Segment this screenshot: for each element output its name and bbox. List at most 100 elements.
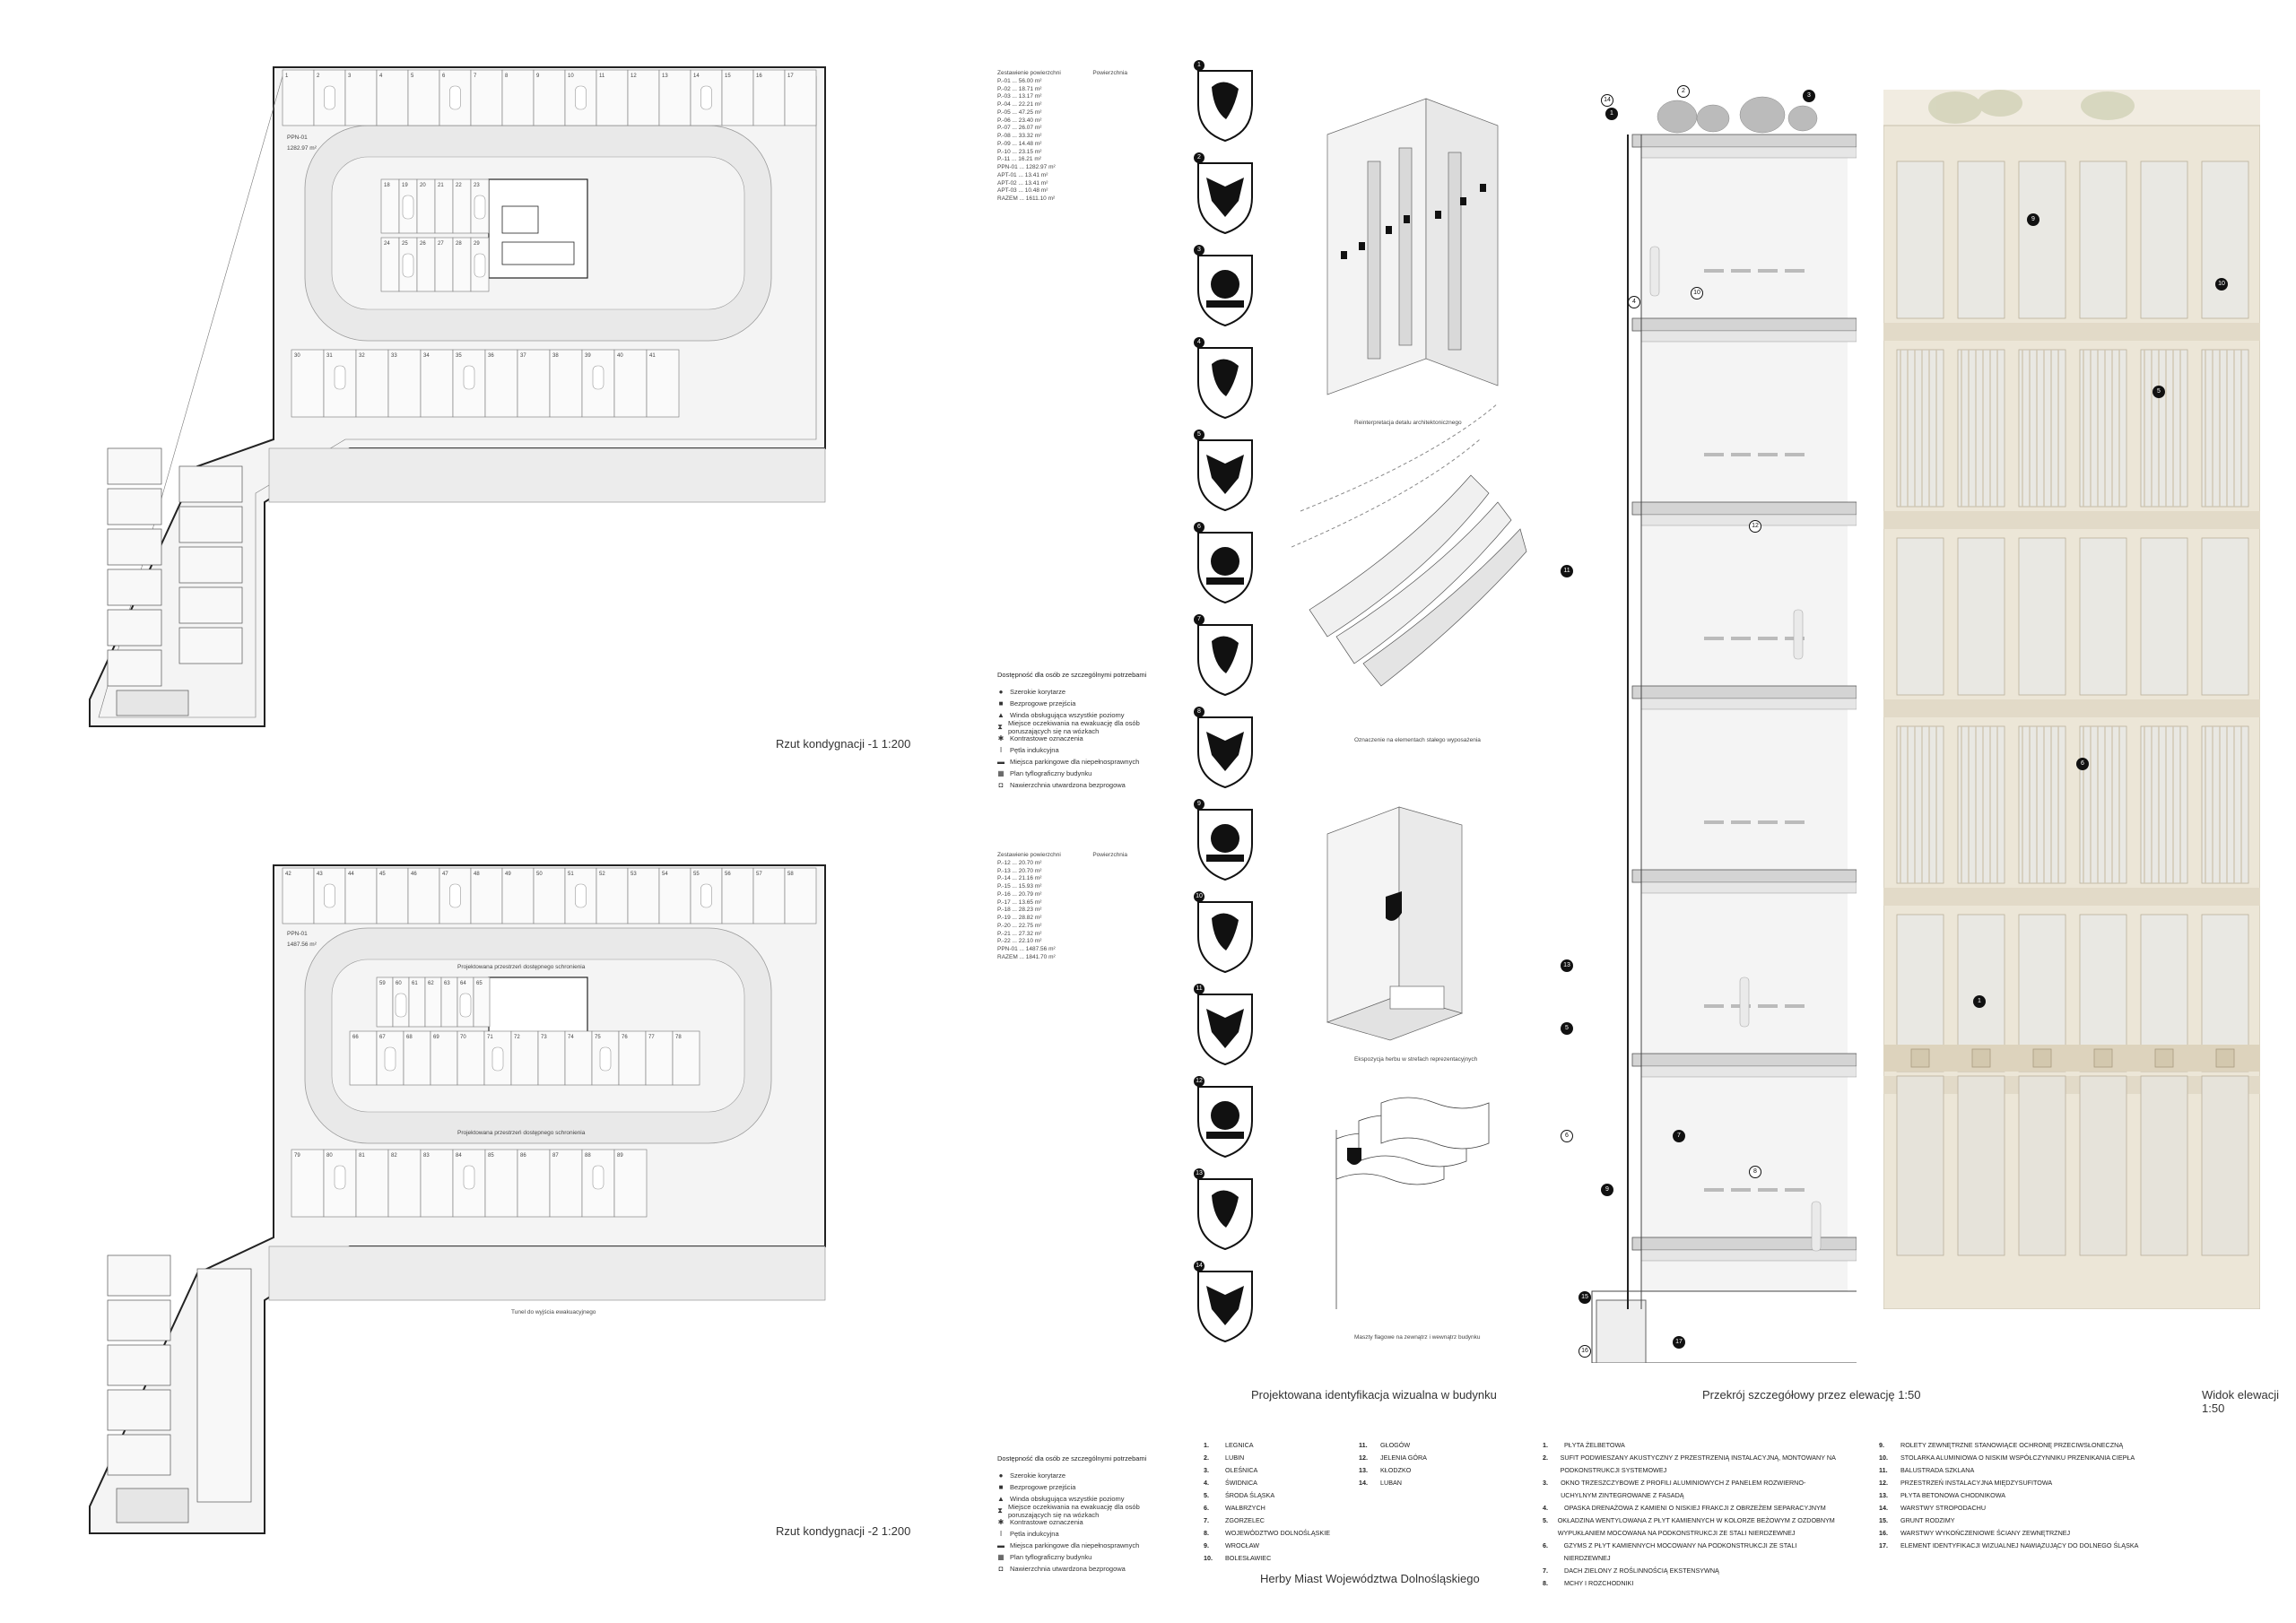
parking-stall [549,349,583,418]
parking-stall [658,867,691,924]
parking-stall-number: 57 [756,872,762,877]
list-item-text: PŁYTA ŻELBETOWA [1564,1441,1625,1449]
parking-stall [752,867,786,924]
legend-item: ǀ Pętla indukcyjna [997,744,1177,756]
list-item-text: OPASKA DRENAŻOWA Z KAMIENI O NISKIEJ FRA… [1564,1504,1826,1512]
section-marker: 10 [1691,287,1703,299]
car-outline [324,883,335,908]
legend-label: Nawierzchnia utwardzona bezprogowa [1010,1565,1126,1573]
parking-stall [344,867,378,924]
parking-stall-number: 65 [476,981,483,986]
parking-stall [470,867,503,924]
window-bay [2018,537,2066,696]
parking-stall-number: 81 [359,1153,365,1159]
legend-symbol-icon: ▬ [997,1541,1004,1549]
parking-stall-number: 4 [379,74,383,79]
floor-slab [1631,869,1857,883]
area-table-row: P.-19 ... 28.82 m² [997,915,1042,922]
legend-item: ◘Nawierzchnia utwardzona bezprogowa [997,1563,1177,1575]
table [1731,637,1751,640]
parking-stall-number: 15 [725,74,731,79]
area-table-row: RAZEM ... 1841.70 m² [997,953,1056,960]
area-table-row: P.-18 ... 28.23 m² [997,907,1042,914]
parking-stall [645,1030,674,1086]
car-outline [491,1046,504,1072]
list-item-text: ZGORZELEC [1225,1516,1265,1524]
shield-icon [1197,347,1253,420]
car-outline [700,883,712,908]
coat-of-arms-shield: 1 [1194,60,1255,147]
list-item: 7.DACH ZIELONY Z ROŚLINNOŚCIĄ EKSTENSYWN… [1543,1565,1839,1577]
window-bay [1957,161,2005,319]
shield-icon [1197,162,1253,235]
window-bay [2201,161,2249,319]
legend-title: Dostępność dla osób ze szczególnymi potr… [997,1454,1147,1462]
table [1785,820,1805,824]
parking-stall-number: 84 [456,1153,462,1159]
shield-number: 11 [1194,984,1205,994]
area-table-header-cell: Zestawienie powierzchni [997,852,1061,858]
shield-icon [1197,1086,1253,1159]
table [1731,269,1751,273]
parking-stall [672,1030,700,1086]
table [1758,453,1778,456]
window-bay [2140,161,2188,319]
shield-number: 10 [1194,891,1205,902]
section-marker: 2 [1677,85,1690,98]
list-item-number: 2. [1543,1454,1548,1462]
parking-stall-number: 28 [456,241,462,247]
list-item-text: WOJEWÓDZTWO DOLNOŚLĄSKIE [1225,1529,1331,1537]
parking-stall-number: 16 [756,74,762,79]
legend-item: ✱Kontrastowe oznaczenia [997,733,1177,744]
legend-label: Pętla indukcyjna [1010,746,1059,754]
shield-number: 12 [1194,1076,1205,1087]
legend-symbol-icon: ǀ [999,746,1003,754]
shield-icon [1197,439,1253,512]
floor-slab [1631,685,1857,699]
detail-caption-1: Reinterpretacja detalu architektoniczneg… [1354,420,1462,426]
coat-of-arms-shield: 4 [1194,337,1255,424]
suspended-ceiling [1640,1065,1857,1078]
coat-of-arms-shield: 10 [1194,891,1255,978]
section-marker: 17 [1673,1336,1685,1349]
list-item: 15.GRUNT RODZIMY [1879,1515,2184,1527]
legend-label: Plan tyflograficzny budynku [1010,1553,1092,1561]
legend-symbol-icon: ● [998,1471,1004,1480]
table [1731,1188,1751,1192]
parking-stall-number: 58 [787,872,794,877]
shield-icon [1197,809,1253,881]
parking-stall-number: 33 [391,353,397,359]
parking-stall-number: 67 [379,1035,386,1040]
parking-stall [407,69,440,126]
list-item-number: 1. [1543,1441,1548,1449]
parking-stall [376,867,409,924]
base-window [2201,1075,2249,1256]
list-item-text: LEGNICA [1225,1441,1254,1449]
list-item-text: BALUSTRADA SZKLANA [1900,1466,1975,1474]
area-table-row: PPN-01 ... 1487.56 m² [997,946,1056,953]
parking-stall-number: 38 [552,353,559,359]
parking-stall-number: 82 [391,1153,397,1159]
car-outline [402,253,414,278]
list-item-number: 1. [1204,1441,1209,1449]
list-item-number: 12. [1359,1454,1368,1462]
shield-number: 5 [1194,430,1205,440]
list-item-number: 15. [1879,1516,1888,1524]
area-table-row: RAZEM ... 1611.10 m² [997,195,1056,203]
window-bay [2201,537,2249,696]
parking-stall-number: 24 [384,241,390,247]
list-item-number: 12. [1879,1479,1888,1487]
shield-number: 3 [1194,245,1205,256]
identity-details: Reinterpretacja detalu architektoniczneg… [1291,63,1534,1363]
shield-number: 2 [1194,152,1205,163]
arms-caption: Herby Miast Województwa Dolnośląskiego [1260,1572,1480,1585]
legend-item: ⧗Miejsce oczekiwania na ewakuację dla os… [997,719,1177,735]
list-item-number: 13. [1879,1491,1888,1499]
list-item: 17.ELEMENT IDENTYFIKACJI WIZUALNEJ NAWIĄ… [1879,1540,2184,1552]
shield-icon [1197,1178,1253,1251]
car-outline [324,85,335,110]
floor-slab [1631,317,1857,332]
parking-stall-number: 3 [348,74,352,79]
parking-stall [613,1149,648,1218]
